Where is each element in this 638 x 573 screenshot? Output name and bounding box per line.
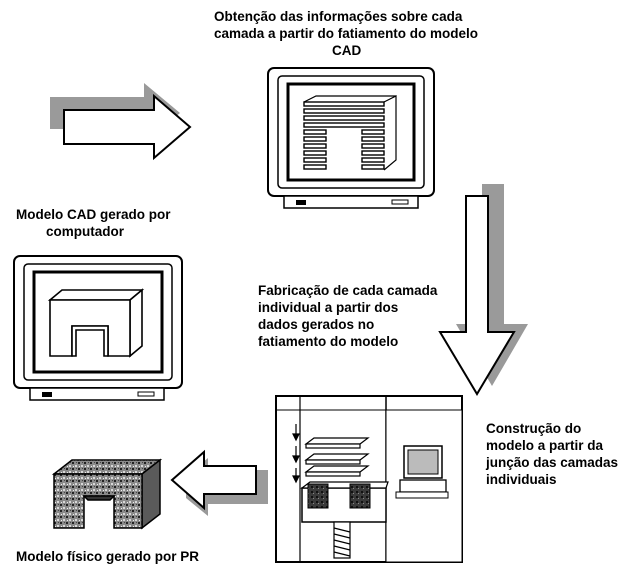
caption-fabrication-line-1: Fabricação de cada camada	[258, 283, 438, 298]
caption-slicing: Obtenção das informações sobre cada cama…	[214, 8, 478, 59]
caption-fabrication: Fabricação de cada camada individual a p…	[258, 282, 437, 350]
monitor-cad-model	[13, 255, 183, 401]
machine-computer-icon	[395, 445, 449, 499]
caption-slicing-line-2: camada a partir do fatiamento do modelo	[214, 26, 479, 41]
caption-construction-line-4: individuais	[486, 472, 557, 487]
caption-construction-line-1: Construção do	[486, 421, 582, 436]
caption-cad-model: Modelo CAD gerado por computador	[16, 206, 171, 240]
caption-fabrication-line-3: dados gerados no	[258, 317, 375, 332]
cad-arch-icon	[47, 288, 145, 358]
rp-machine	[275, 395, 463, 563]
caption-cad-model-line-2: computador	[46, 224, 125, 239]
floating-layers	[304, 437, 370, 477]
caption-slicing-line-3: CAD	[332, 43, 362, 58]
arrow-right-to-slicing	[50, 83, 192, 161]
arrow-down-to-fabrication	[438, 184, 528, 396]
arrow-left-to-physical	[170, 449, 268, 516]
caption-cad-model-line-1: Modelo CAD gerado por	[16, 207, 171, 222]
caption-construction: Construção do modelo a partir da junção …	[486, 420, 618, 488]
caption-physical-model: Modelo físico gerado por PR	[16, 548, 199, 565]
screw-icon	[333, 521, 351, 559]
caption-physical-model-line-1: Modelo físico gerado por PR	[16, 549, 200, 564]
caption-construction-line-3: junção das camadas	[486, 455, 619, 470]
caption-slicing-line-1: Obtenção das informações sobre cada	[214, 9, 463, 24]
caption-fabrication-line-2: individual a partir dos	[258, 300, 399, 315]
sliced-model-icon	[303, 95, 397, 171]
caption-construction-line-2: modelo a partir da	[486, 438, 604, 453]
caption-fabrication-line-4: fatiamento do modelo	[258, 334, 399, 349]
physical-model-icon	[51, 458, 163, 530]
monitor-sliced-model	[267, 67, 435, 209]
